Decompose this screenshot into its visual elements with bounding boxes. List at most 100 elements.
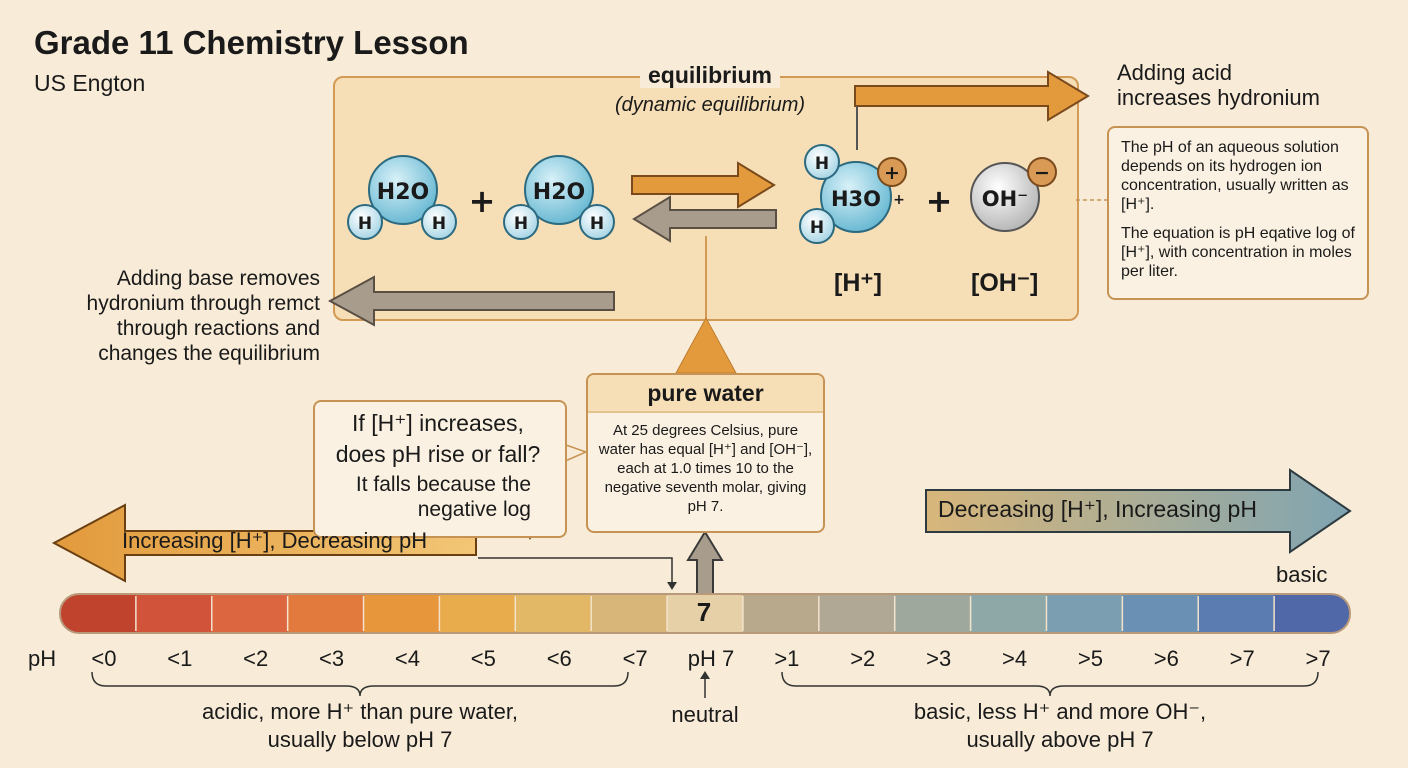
acidic-brace [91,671,629,697]
basic-end-label: basic [1276,562,1328,587]
decreasing-h-arrow [925,468,1352,554]
ph-tick-label: >7 [1229,646,1255,671]
acidic-note: acidic, more H⁺ than pure water, usually… [150,698,570,754]
question-text: If [H⁺] increases, does pH rise or fall? [313,408,563,470]
ph-scale-cell [1046,594,1123,633]
hydrogen-atom-label: H [815,154,829,174]
ph-scale-cell [439,594,516,633]
pure-water-text: At 25 degrees Celsius, pure water has eq… [598,422,813,515]
adding-base-line4: changes the equilibrium [98,342,320,365]
question-box [313,400,567,538]
positive-charge-icon: + [884,162,900,184]
ph-scale-cell [515,594,592,633]
ph-tick-label: pH 7 [687,646,735,671]
neutral-pointer-line [478,557,673,586]
answer-line1: It falls because the [355,473,531,496]
pure-water-title: pure water [588,375,823,413]
hydronium-charge-label: + [893,192,905,208]
adding-acid-note: Adding acid increases hydronium [1117,60,1320,110]
negative-charge-icon: − [1034,162,1050,184]
hydrogen-atom-label: H [810,218,824,238]
adding-acid-arrow [854,70,1090,150]
ph-scale-cell [742,594,820,633]
ph-scale-cell [1274,594,1350,633]
basic-brace [781,671,1319,697]
neutral-value: 7 [696,597,712,627]
ph-definition-text: The pH of an aqueous solution depends on… [1121,139,1349,213]
decreasing-h-label: Decreasing [H⁺], Increasing pH [938,496,1257,522]
hydrogen-atom-label: H [590,214,604,234]
adding-base-note: Adding base removes hydronium through re… [30,266,320,366]
water-2-label: H2O [533,180,585,205]
ph-scale-cell [591,594,668,633]
ph-tick-label: <7 [622,646,648,671]
ph-tick-label: <4 [394,646,421,671]
hydrogen-atom-label: H [432,214,446,234]
ph-tick-label: >1 [774,646,800,671]
ph-axis-label: pH [28,646,57,671]
answer-text: It falls because the negative log [316,472,531,522]
water-molecule-2: H2O H H [503,155,615,240]
ph-tick-label: >2 [850,646,876,671]
adding-base-arrow [327,275,615,327]
neutral-label: neutral [671,702,739,727]
ph-tick-label: <3 [319,646,345,671]
plus-sign-1: + [469,182,496,220]
adding-acid-line2: increases hydronium [1117,85,1320,110]
oh-concentration-label: [OH⁻] [971,269,1039,297]
acidic-note-line1: acidic, more H⁺ than pure water, [201,699,519,724]
page-title: Grade 11 Chemistry Lesson [34,24,469,61]
adding-acid-line1: Adding acid [1117,60,1232,85]
hydrogen-atom-label: H [358,214,372,234]
ph-scale-cell [894,594,972,633]
acidic-note-line2: usually below pH 7 [267,727,453,752]
hydroxide-ion: OH⁻ − [970,157,1057,232]
increasing-h-label: Increasing [H⁺], Decreasing pH [122,528,428,553]
ph-tick-label: >4 [1001,646,1028,671]
reverse-reaction-arrow [632,195,777,243]
increasing-h-arrow [51,503,477,583]
ph-scale-cell [1122,594,1199,633]
ph-scale-cell [667,594,744,633]
adding-base-line2: hydronium through remct [86,292,320,315]
answer-line2: negative log [417,498,531,521]
pure-water-box: pure water At 25 degrees Celsius, pure w… [586,373,825,533]
question-line1: If [H⁺] increases, [352,410,524,436]
ph-scale-bar [60,594,1350,633]
hydrogen-atom-label: H [514,214,528,234]
plus-sign-2: + [926,182,953,220]
ph-definition-box: The pH of an aqueous solution depends on… [1107,126,1369,300]
forward-reaction-arrow [631,161,776,209]
ph-scale-cell [1198,594,1275,633]
equilibrium-subtitle: (dynamic equilibrium) [614,94,806,116]
page-subtitle: US Engton [34,70,146,96]
basic-note-line2: usually above pH 7 [966,727,1154,752]
neutral-arrow-head [700,671,710,679]
adding-base-line1: Adding base removes [116,267,320,290]
ph-tick-label: <2 [243,646,269,671]
ph-equation-text: The equation is pH eqative log of [H⁺], … [1121,225,1355,280]
ph-scale-cell [818,594,896,633]
hydronium-ion: H3O H H + + [799,144,907,244]
ph-scale-cell [60,594,137,633]
h-concentration-label: [H⁺] [834,269,882,297]
adding-base-line3: through reactions and [116,317,320,340]
ph-tick-label: <1 [167,646,193,671]
water-1-label: H2O [377,180,429,205]
ph-scale-cell [287,594,365,633]
ph-tick-label: <5 [470,646,496,671]
ph-tick-label: >7 [1305,646,1331,671]
ph-scale-cell [211,594,289,633]
question-line2: does pH rise or fall? [335,441,541,467]
ph-tick-label: >6 [1153,646,1179,671]
hydroxide-label: OH⁻ [982,187,1029,211]
ph-scale-cell [363,594,440,633]
ph-scale-cell [970,594,1047,633]
ph-scale-cell [135,594,213,633]
basic-note-line1: basic, less H⁺ and more OH⁻, [913,699,1207,724]
ph-tick-label: <0 [91,646,117,671]
ph-tick-label: >5 [1077,646,1103,671]
equilibrium-title: equilibrium [560,62,860,89]
ph-tick-label: >3 [926,646,952,671]
